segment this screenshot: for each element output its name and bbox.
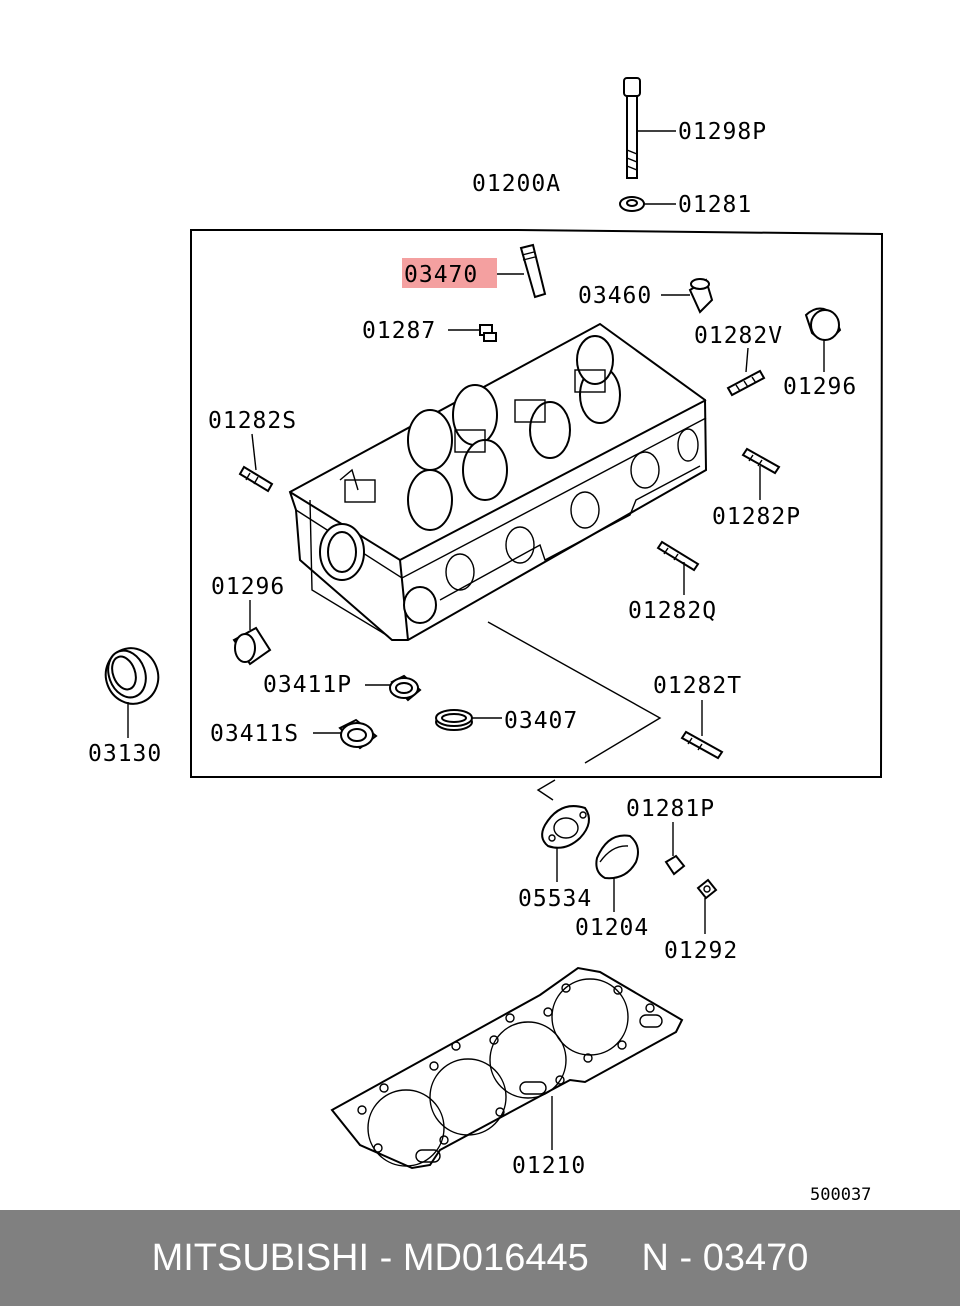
diagram-code: 500037 xyxy=(810,1185,871,1205)
stud-01282S-icon xyxy=(238,465,274,493)
label-03470: 03470 xyxy=(404,262,478,288)
gasket-05534-icon xyxy=(541,805,590,849)
label-01282Q: 01282Q xyxy=(628,598,717,624)
label-01282V: 01282V xyxy=(694,323,783,349)
seal-03411S-icon xyxy=(338,718,378,750)
label-01292: 01292 xyxy=(664,938,738,964)
label-01282T: 01282T xyxy=(653,673,742,699)
plug-01287-icon xyxy=(479,324,497,342)
label-01281: 01281 xyxy=(678,192,752,218)
label-03460: 03460 xyxy=(578,283,652,309)
assembly-frame xyxy=(190,229,884,778)
label-01210: 01210 xyxy=(512,1153,586,1179)
ring-03407-icon xyxy=(435,709,473,731)
label-01200A: 01200A xyxy=(472,171,561,197)
highlight-03470 xyxy=(402,258,497,288)
stud-01282P-icon xyxy=(741,447,781,475)
valve-guide-03470-icon xyxy=(519,243,547,299)
parts-diagram: 01298P 01281 01200A 03470 03460 01287 01… xyxy=(88,77,884,1205)
label-03407: 03407 xyxy=(504,708,578,734)
cap-01296-left-icon xyxy=(232,626,272,666)
label-01282S: 01282S xyxy=(208,408,297,434)
label-01296-upper: 01296 xyxy=(783,374,857,400)
stud-01282Q-icon xyxy=(656,540,700,572)
label-01296-lower: 01296 xyxy=(211,574,285,600)
oil-seal-03130-icon xyxy=(104,647,160,705)
label-01281P: 01281P xyxy=(626,796,715,822)
stud-01282V-icon xyxy=(726,369,766,397)
label-01298P: 01298P xyxy=(678,119,767,145)
label-05534: 05534 xyxy=(518,886,592,912)
nut-01281P-icon xyxy=(664,854,686,876)
label-01282P: 01282P xyxy=(712,504,801,530)
stud-01282T-icon xyxy=(680,730,724,760)
label-01204: 01204 xyxy=(575,915,649,941)
valve-guide-03460-icon xyxy=(688,278,714,314)
cap-01296-icon xyxy=(804,307,842,341)
label-03411P: 03411P xyxy=(263,672,352,698)
label-01287: 01287 xyxy=(362,318,436,344)
nut-01292-icon xyxy=(696,878,718,900)
cylinder-head-01200A-icon xyxy=(288,322,708,641)
label-03411S: 03411S xyxy=(210,721,299,747)
label-03130: 03130 xyxy=(88,741,162,767)
washer-01281-icon xyxy=(619,196,645,212)
head-gasket-01210-icon xyxy=(330,966,684,1170)
seal-03411P-icon xyxy=(389,674,422,702)
bolt-01298P-icon xyxy=(623,77,641,179)
footer-part-info: MITSUBISHI - MD016445 N - 03470 xyxy=(151,1237,809,1279)
cover-01204-icon xyxy=(595,834,639,880)
footer-bar: MITSUBISHI - MD016445 N - 03470 xyxy=(0,1210,960,1306)
